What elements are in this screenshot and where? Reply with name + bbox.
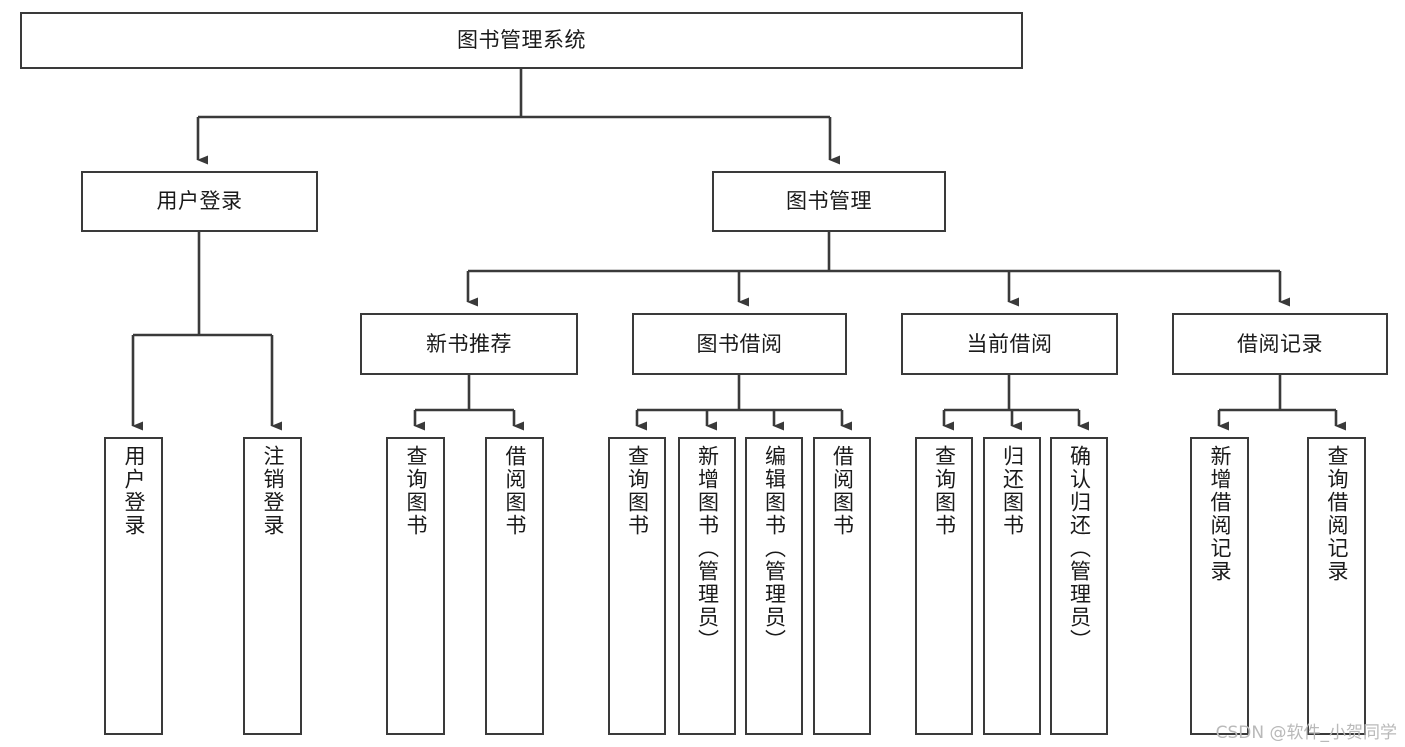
node-leaf-edit-book[interactable]: 编辑图书（管理员） bbox=[745, 437, 803, 735]
node-leaf-add-book[interactable]: 新增图书（管理员） bbox=[678, 437, 736, 735]
node-leaf-query-book-c[interactable]: 查询图书 bbox=[915, 437, 973, 735]
node-leaf-confirm-return[interactable]: 确认归还（管理员） bbox=[1050, 437, 1108, 735]
node-borrow-record[interactable]: 借阅记录 bbox=[1172, 313, 1388, 375]
node-leaf-add-record-label: 新增借阅记录 bbox=[1208, 445, 1232, 583]
node-leaf-borrow-book-b-label: 借阅图书 bbox=[830, 445, 855, 537]
node-leaf-confirm-return-label: 确认归还（管理员） bbox=[1067, 445, 1092, 652]
node-leaf-add-record[interactable]: 新增借阅记录 bbox=[1190, 437, 1249, 735]
node-new-book-rec[interactable]: 新书推荐 bbox=[360, 313, 578, 375]
node-leaf-borrow-book-rec-label: 借阅图书 bbox=[503, 445, 527, 537]
node-borrow-record-label: 借阅记录 bbox=[1237, 331, 1323, 356]
node-book-borrow-label: 图书借阅 bbox=[696, 331, 783, 356]
node-leaf-return-book-label: 归还图书 bbox=[1000, 445, 1025, 537]
node-leaf-query-book-b[interactable]: 查询图书 bbox=[608, 437, 666, 735]
csdn-watermark: CSDN @软件_小贺同学 bbox=[1215, 723, 1397, 743]
node-root-label: 图书管理系统 bbox=[457, 28, 586, 53]
node-leaf-user-login-label: 用户登录 bbox=[122, 445, 146, 537]
node-root[interactable]: 图书管理系统 bbox=[20, 12, 1023, 69]
node-leaf-return-book[interactable]: 归还图书 bbox=[983, 437, 1041, 735]
node-user-login-label: 用户登录 bbox=[156, 189, 243, 214]
node-book-manage[interactable]: 图书管理 bbox=[712, 171, 946, 232]
node-leaf-edit-book-label: 编辑图书（管理员） bbox=[762, 445, 787, 652]
node-leaf-query-record[interactable]: 查询借阅记录 bbox=[1307, 437, 1366, 735]
node-current-borrow-label: 当前借阅 bbox=[966, 331, 1053, 356]
node-leaf-query-book-rec[interactable]: 查询图书 bbox=[386, 437, 445, 735]
node-leaf-logout-label: 注销登录 bbox=[261, 445, 285, 537]
node-leaf-logout[interactable]: 注销登录 bbox=[243, 437, 302, 735]
node-book-manage-label: 图书管理 bbox=[786, 189, 872, 214]
node-leaf-query-record-label: 查询借阅记录 bbox=[1325, 445, 1349, 583]
node-leaf-query-book-rec-label: 查询图书 bbox=[404, 445, 428, 537]
node-leaf-borrow-book-rec[interactable]: 借阅图书 bbox=[485, 437, 544, 735]
node-user-login[interactable]: 用户登录 bbox=[81, 171, 318, 232]
node-new-book-rec-label: 新书推荐 bbox=[426, 331, 512, 356]
node-leaf-query-book-c-label: 查询图书 bbox=[932, 445, 957, 537]
node-leaf-user-login[interactable]: 用户登录 bbox=[104, 437, 163, 735]
node-leaf-borrow-book-b[interactable]: 借阅图书 bbox=[813, 437, 871, 735]
node-current-borrow[interactable]: 当前借阅 bbox=[901, 313, 1118, 375]
node-book-borrow[interactable]: 图书借阅 bbox=[632, 313, 847, 375]
node-leaf-add-book-label: 新增图书（管理员） bbox=[695, 445, 720, 652]
node-leaf-query-book-b-label: 查询图书 bbox=[625, 445, 650, 537]
